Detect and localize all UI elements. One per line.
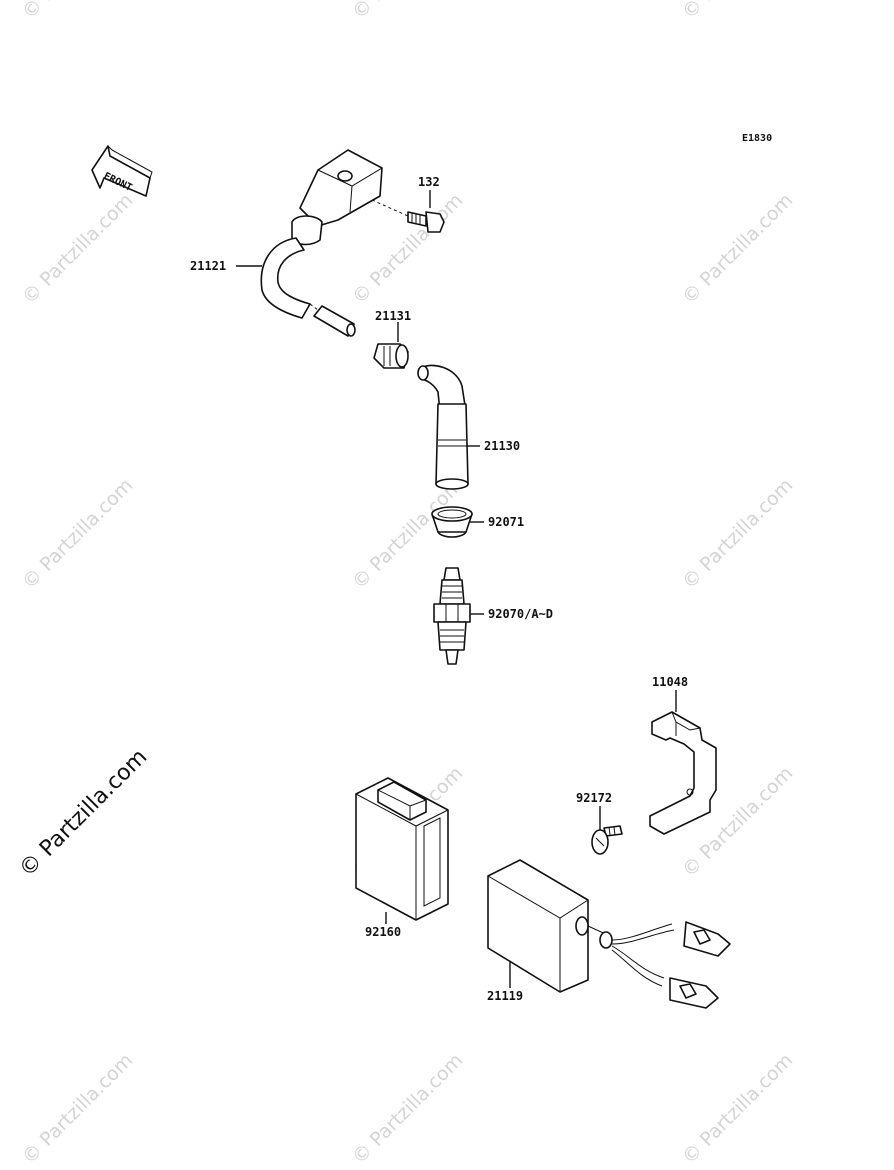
watermark: © Partzilla.com bbox=[348, 0, 467, 24]
part-labels: 132 21121 21131 21130 92071 92070/A~D 11… bbox=[190, 175, 688, 1003]
spark-plug-cap bbox=[417, 364, 469, 490]
diagram-code: E1830 bbox=[742, 133, 772, 144]
watermark: © Partzilla.com bbox=[678, 474, 797, 593]
part-label-132: 132 bbox=[418, 175, 440, 189]
plug-seal bbox=[431, 506, 473, 538]
part-label-92071: 92071 bbox=[488, 515, 524, 529]
watermark: © Partzilla.com bbox=[348, 1049, 467, 1168]
watermark-main: © Partzilla.com bbox=[15, 745, 153, 883]
part-label-92172: 92172 bbox=[576, 791, 612, 805]
part-label-92160: 92160 bbox=[365, 925, 401, 939]
watermark: © Partzilla.com bbox=[678, 189, 797, 308]
part-label-21119: 21119 bbox=[487, 989, 523, 1003]
front-arrow-icon: FRONT bbox=[91, 145, 153, 197]
part-label-92070: 92070/A~D bbox=[488, 607, 553, 621]
bolt bbox=[371, 199, 445, 233]
watermark: © Partzilla.com bbox=[678, 1049, 797, 1168]
mounting-bracket bbox=[649, 711, 717, 835]
watermark: © Partzilla.com bbox=[18, 474, 137, 593]
part-label-11048: 11048 bbox=[652, 675, 688, 689]
watermark: © Partzilla.com bbox=[678, 0, 797, 24]
part-label-21130: 21130 bbox=[484, 439, 520, 453]
watermark: © Partzilla.com bbox=[18, 0, 137, 24]
screw bbox=[591, 825, 623, 855]
part-label-21121: 21121 bbox=[190, 259, 226, 273]
spark-plug bbox=[433, 567, 471, 665]
watermark: © Partzilla.com bbox=[348, 189, 467, 308]
cdi-unit bbox=[487, 859, 731, 1009]
watermark: © Partzilla.com bbox=[18, 189, 137, 308]
ignition-coil bbox=[260, 149, 383, 337]
leader-lines bbox=[236, 190, 677, 988]
part-label-21131: 21131 bbox=[375, 309, 411, 323]
watermark: © Partzilla.com bbox=[18, 1049, 137, 1168]
cdi-cover bbox=[355, 777, 449, 921]
coil-terminal bbox=[373, 343, 409, 369]
